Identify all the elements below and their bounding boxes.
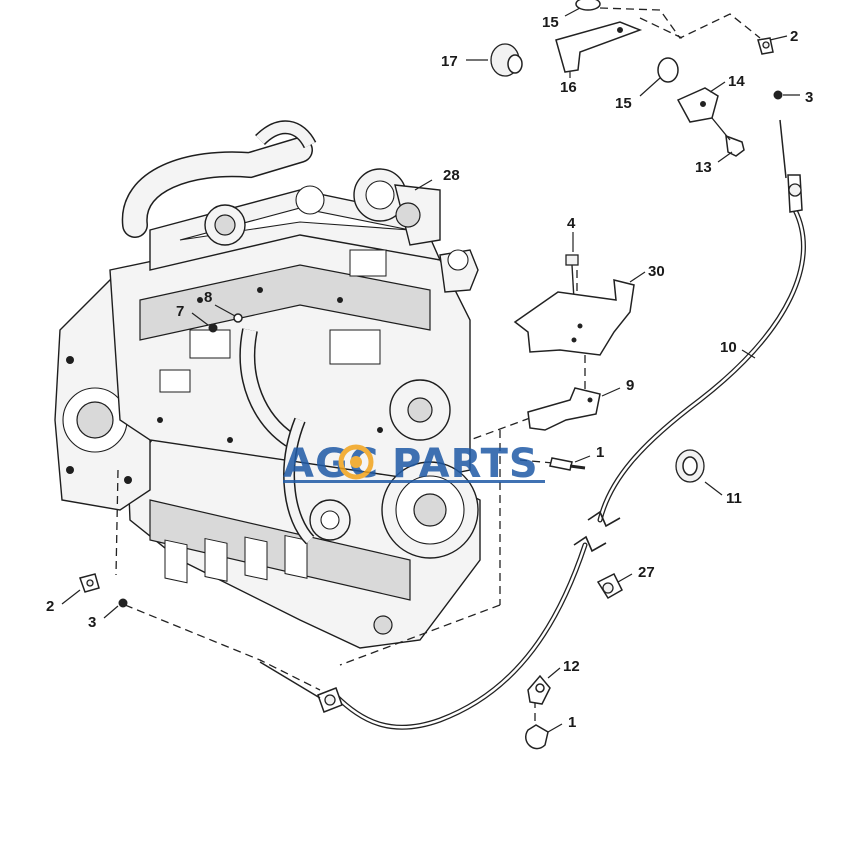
callout-28: 28 <box>443 167 460 184</box>
callout-1-bottom: 1 <box>568 714 576 731</box>
callout-13: 13 <box>695 159 712 176</box>
callout-14: 14 <box>728 73 745 90</box>
callout-7: 7 <box>176 303 184 320</box>
callout-17: 17 <box>441 53 458 70</box>
callout-3-bottom: 3 <box>88 614 96 631</box>
callout-30: 30 <box>648 263 665 280</box>
engine-assembly <box>54 120 481 649</box>
gear-icon <box>338 444 374 480</box>
callout-4: 4 <box>567 215 576 232</box>
watermark-logo: AGC PARTS <box>283 441 545 487</box>
callout-10: 10 <box>720 339 737 356</box>
callout-9: 9 <box>626 377 634 394</box>
callout-27: 27 <box>638 564 655 581</box>
callout-2-bottom: 2 <box>46 598 54 615</box>
callout-labels: 15 2 17 16 15 14 3 13 28 4 30 8 7 10 9 1… <box>46 14 813 731</box>
callout-3-top: 3 <box>805 89 813 106</box>
callout-8: 8 <box>204 289 212 306</box>
small-parts <box>79 0 783 750</box>
grommet-17 <box>490 43 523 77</box>
callout-2-top: 2 <box>790 28 798 45</box>
callout-12: 12 <box>563 658 580 675</box>
leader-lines <box>61 7 800 733</box>
callout-15-mid: 15 <box>615 95 632 112</box>
callout-15-top: 15 <box>542 14 559 31</box>
watermark-text-parts: PARTS <box>392 441 539 487</box>
callout-16: 16 <box>560 79 577 96</box>
throttle-cable <box>259 119 806 730</box>
callout-11: 11 <box>726 490 742 507</box>
grommet-11 <box>675 449 705 483</box>
callout-1-mid: 1 <box>596 444 604 461</box>
